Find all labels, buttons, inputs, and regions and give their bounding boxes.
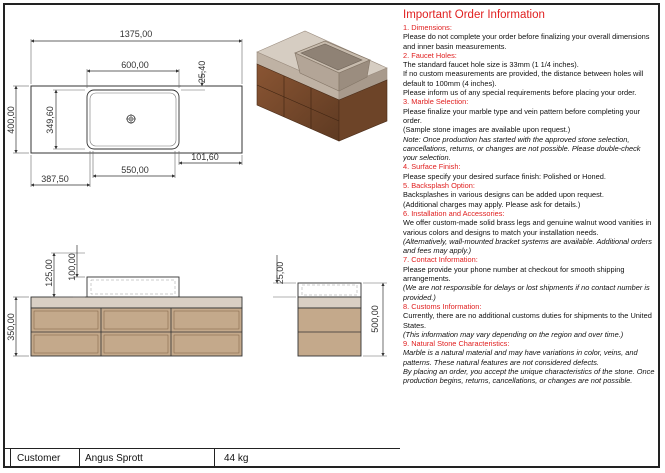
section-heading: 2. Faucet Holes:	[403, 50, 457, 60]
section-text: Backsplashes in various designs can be a…	[403, 190, 604, 200]
dim-left-offset: 387,50	[41, 174, 69, 184]
dim-basin-width: 600,00	[121, 60, 149, 70]
front-view: 125,00 100,00 350,00	[6, 245, 243, 357]
dim-overall-width: 1375,00	[120, 29, 153, 39]
top-view-basin	[86, 89, 180, 150]
section-heading: 6. Installation and Accessories:	[403, 208, 505, 218]
section-text: We offer custom-made solid brass legs an…	[403, 218, 652, 237]
dim-top-edge-offset: 25,40	[197, 61, 207, 84]
section-heading: 1. Dimensions:	[403, 23, 452, 32]
title-block: Customer Angus Sprott 44 kg	[5, 448, 400, 468]
section-text: Note: Once production has started with t…	[403, 134, 641, 163]
dim-depth: 400,00	[6, 106, 16, 134]
section-text: Please do not complete your order before…	[403, 32, 650, 51]
section-heading: 9. Natural Stone Characteristics:	[403, 339, 510, 349]
sheet-border	[3, 3, 660, 468]
dim-cabinet-height: 350,00	[6, 313, 16, 341]
customer-name: Angus Sprott	[80, 449, 215, 468]
section-text: Marble is a natural material and may hav…	[403, 348, 638, 367]
section-text: Please inform us of any special requirem…	[403, 88, 637, 98]
section-text: (Alternatively, wall-mounted bracket sys…	[403, 236, 652, 256]
dim-basin-height: 125,00	[44, 259, 54, 287]
technical-drawing: 1375,00 600,00 25,40 400,00 349,60	[6, 29, 388, 357]
section-heading: 8. Customs Information:	[403, 301, 482, 311]
section-heading: 4. Surface Finish:	[403, 162, 461, 172]
section-text: Please provide your phone number at chec…	[403, 264, 625, 284]
dim-basin-to-right: 101,60	[191, 152, 219, 162]
side-view: 25,00 500,00	[273, 255, 387, 357]
dim-side-height: 500,00	[370, 305, 380, 333]
dim-basin-center-width: 550,00	[121, 165, 149, 175]
customer-label: Customer	[11, 449, 80, 468]
section-text: (Additional charges may apply. Please as…	[403, 199, 581, 209]
section-text: (Sample stone images are available upon …	[403, 125, 571, 135]
section-text: By placing an order, you accept the uniq…	[403, 366, 655, 386]
dim-backsplash-height: 25,00	[275, 262, 285, 285]
title-block-spacer	[5, 449, 11, 468]
section-text: The standard faucet hole size is 33mm (1…	[403, 60, 579, 70]
order-information-panel: Important Order Information 1. Dimension…	[403, 8, 655, 466]
order-information-sections: 1. Dimensions:Please do not complete you…	[403, 23, 655, 386]
weight-value: 44 kg	[224, 453, 249, 464]
section-text: (This information may vary depending on …	[403, 329, 624, 339]
dim-basin-depth: 349,60	[45, 106, 55, 134]
section-text: Please finalize your marble type and vei…	[403, 106, 641, 125]
section-text: Currently, there are no additional custo…	[403, 311, 652, 330]
section-text: If no custom measurements are provided, …	[403, 69, 644, 88]
top-view-basin-inner	[89, 92, 177, 147]
section-heading: 5. Backsplash Option:	[403, 181, 475, 191]
section-text: Please specify your desired surface fini…	[403, 171, 606, 181]
top-view-outline	[30, 85, 243, 154]
front-view-countertop	[30, 296, 243, 309]
section-heading: 3. Marble Selection:	[403, 97, 469, 107]
dim-inner-basin-depth: 100,00	[67, 253, 77, 281]
section-heading: 7. Contact Information:	[403, 255, 478, 265]
top-view: 1375,00 600,00 25,40 400,00 349,60	[6, 29, 243, 187]
side-view-countertop	[297, 296, 362, 309]
isometric-render	[256, 30, 388, 142]
section-text: (We are not responsible for delays or lo…	[403, 283, 650, 302]
order-information-title: Important Order Information	[403, 9, 545, 21]
